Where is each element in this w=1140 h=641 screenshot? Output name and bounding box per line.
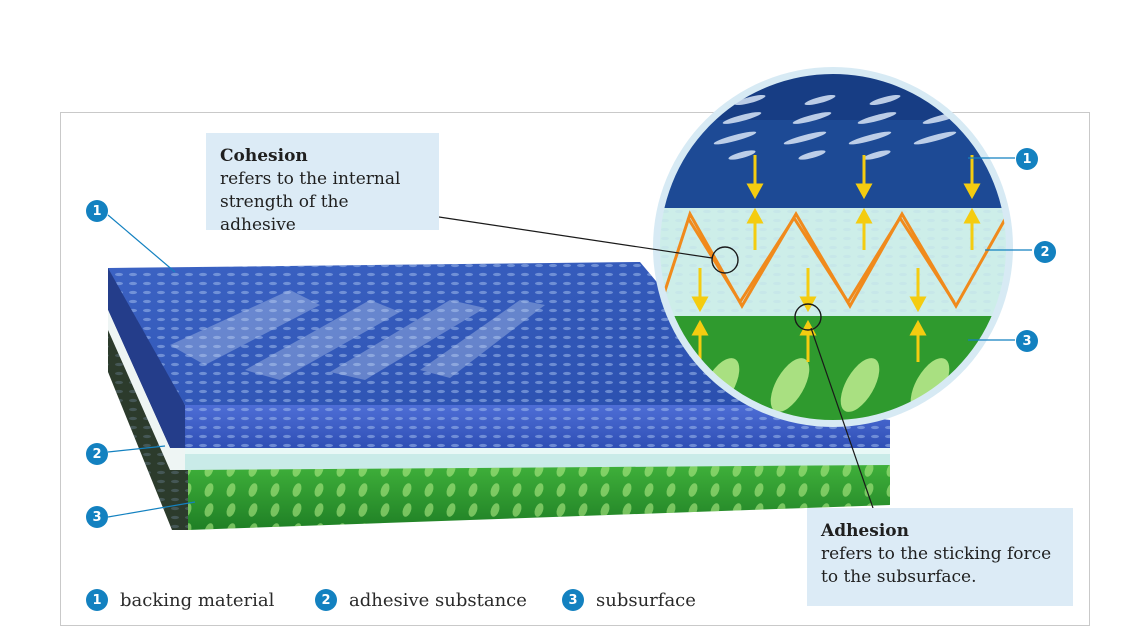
adhesion-callout: Adhesion refers to the sticking force to… bbox=[807, 508, 1073, 606]
legend-number-1: 1 bbox=[86, 589, 108, 611]
cohesion-callout: Cohesion refers to the internal strength… bbox=[206, 133, 439, 235]
cohesion-line-1: refers to the internal bbox=[220, 169, 401, 189]
legend-item-adhesive: 2 adhesive substance bbox=[315, 588, 527, 612]
subsurface-layer bbox=[188, 465, 890, 530]
legend-item-subsurface: 3 subsurface bbox=[562, 588, 696, 612]
adhesion-line-2: to the subsurface. bbox=[821, 567, 977, 587]
adhesive-substance-layer bbox=[185, 448, 890, 470]
layer-stack-side bbox=[108, 268, 188, 530]
adhesion-arrows bbox=[691, 155, 981, 362]
layer-marker-3: 3 bbox=[86, 506, 108, 528]
legend-label-2: adhesive substance bbox=[349, 589, 527, 611]
cohesion-line-2: strength of the adhesive bbox=[220, 192, 349, 235]
layer-marker-2: 2 bbox=[86, 443, 108, 465]
adhesion-line-1: refers to the sticking force bbox=[821, 544, 1052, 564]
cohesion-title: Cohesion bbox=[220, 146, 308, 166]
legend-label-1: backing material bbox=[120, 589, 275, 611]
legend-number-3: 3 bbox=[562, 589, 584, 611]
layer-marker-1: 1 bbox=[1016, 148, 1038, 170]
layer-marker-3: 3 bbox=[1016, 330, 1038, 352]
adhesion-title: Adhesion bbox=[821, 521, 909, 541]
backing-material-layer bbox=[108, 262, 890, 448]
legend-label-3: subsurface bbox=[596, 589, 696, 611]
cohesion-arrows bbox=[660, 210, 1007, 310]
leader-lines bbox=[107, 157, 1032, 518]
backing-watermark bbox=[170, 290, 545, 380]
legend-number-2: 2 bbox=[315, 589, 337, 611]
layer-marker-1: 1 bbox=[86, 200, 108, 222]
diagram-frame bbox=[60, 112, 1090, 626]
legend-item-backing: 1 backing material bbox=[86, 588, 274, 612]
layer-marker-2: 2 bbox=[1034, 241, 1056, 263]
